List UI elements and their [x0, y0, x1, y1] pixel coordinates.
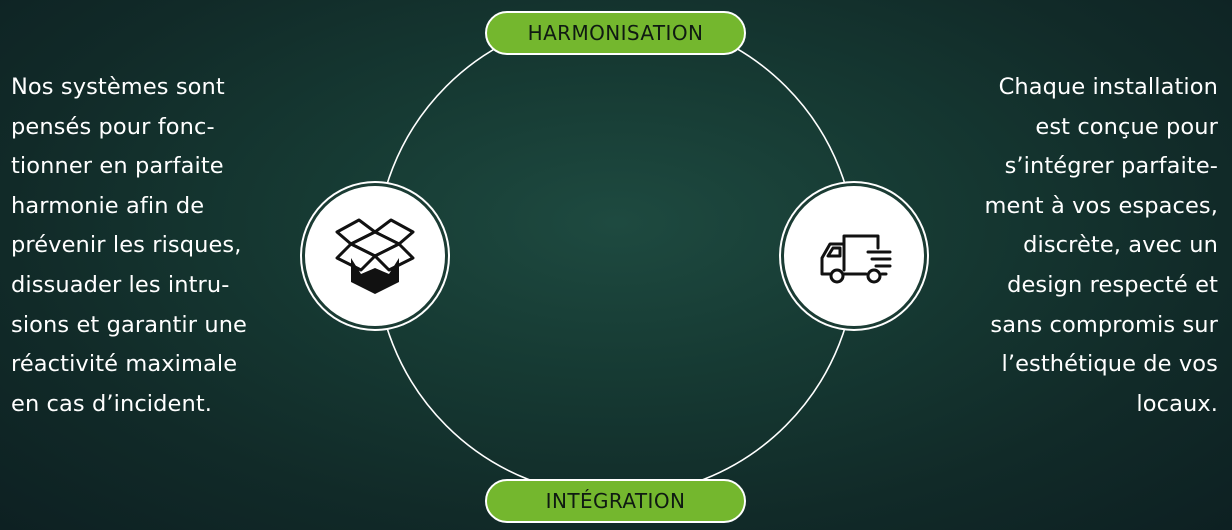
- delivery-truck-icon: [781, 183, 927, 329]
- integration-label: INTÉGRATION: [485, 479, 746, 523]
- harmonisation-description: Nos systèmes sont pensés pour fonc- tion…: [11, 74, 247, 417]
- open-box-icon: [302, 183, 448, 329]
- integration-description: Chaque installation est conçue pour s’in…: [984, 74, 1218, 417]
- harmonisation-label: HARMONISATION: [485, 11, 746, 55]
